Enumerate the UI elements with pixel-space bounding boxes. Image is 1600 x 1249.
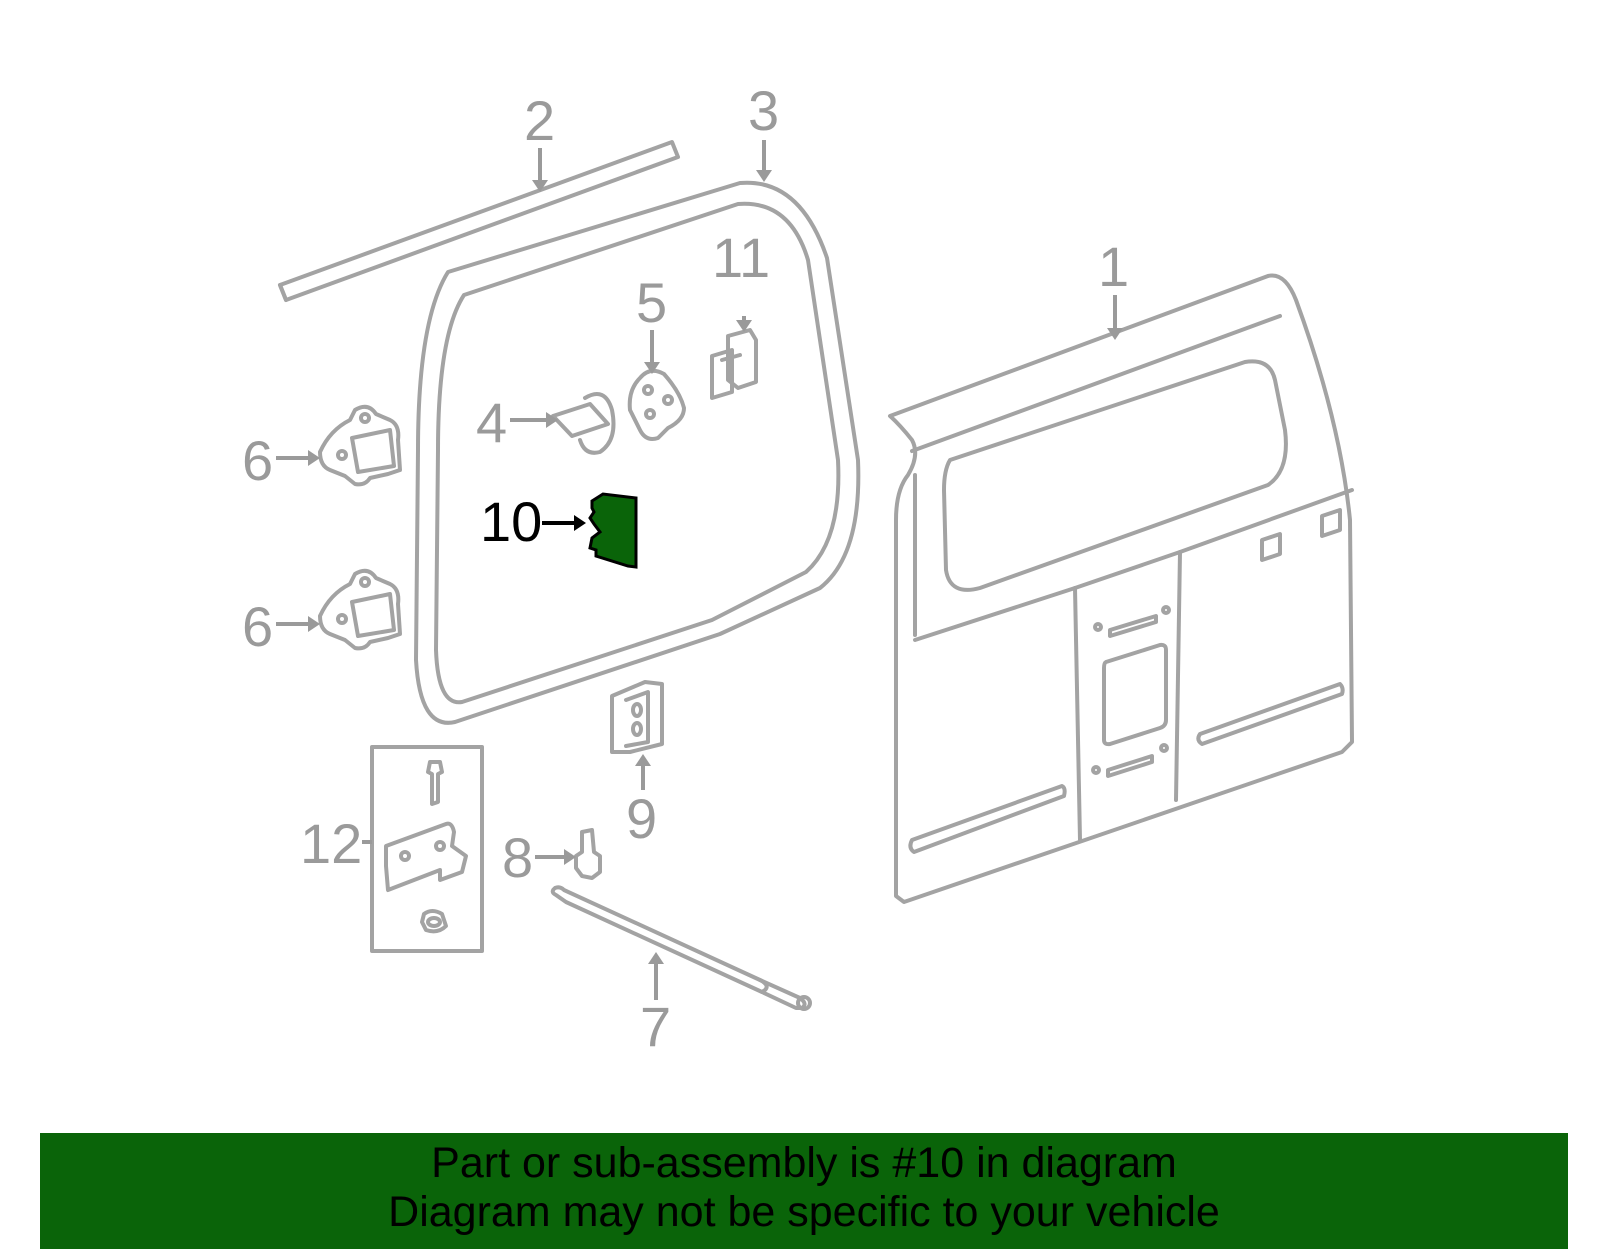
part-6-upper-hinge (318, 404, 402, 487)
part-12-kit (370, 745, 484, 953)
part-7-gas-strut (550, 885, 812, 1011)
part-3-door-seal (414, 180, 861, 725)
arrowhead-1 (1107, 328, 1123, 340)
callout-6-lower: 6 (242, 595, 273, 658)
callout-10: 10 (480, 490, 542, 553)
callout-6-upper: 6 (242, 429, 273, 492)
part-6-lower-hinge (318, 568, 402, 651)
part-8-bolt (574, 828, 602, 880)
callout-5: 5 (636, 271, 667, 334)
info-banner: Part or sub-assembly is #10 in diagram D… (40, 1133, 1568, 1249)
part-1-back-door (888, 273, 1354, 904)
parts-diagram: 1 2 3 4 5 6 6 7 8 9 10 11 12 (242, 79, 1354, 1058)
callout-3: 3 (748, 79, 779, 142)
part-11-clip (710, 328, 758, 400)
callout-2: 2 (524, 89, 555, 152)
callout-12: 12 (300, 812, 362, 875)
callout-8: 8 (502, 826, 533, 889)
callout-11: 11 (712, 226, 770, 289)
part-9-plate (610, 680, 664, 754)
leader-lines (276, 140, 1123, 1000)
callout-7: 7 (640, 995, 671, 1058)
callout-4: 4 (476, 391, 507, 454)
part-5-bumper (627, 368, 686, 441)
part-10-highlighted (588, 492, 638, 569)
banner-line-1: Part or sub-assembly is #10 in diagram (431, 1139, 1177, 1187)
part-4-striker (551, 392, 616, 455)
callout-1: 1 (1098, 235, 1129, 298)
callout-9: 9 (626, 787, 657, 850)
banner-line-2: Diagram may not be specific to your vehi… (388, 1188, 1220, 1236)
